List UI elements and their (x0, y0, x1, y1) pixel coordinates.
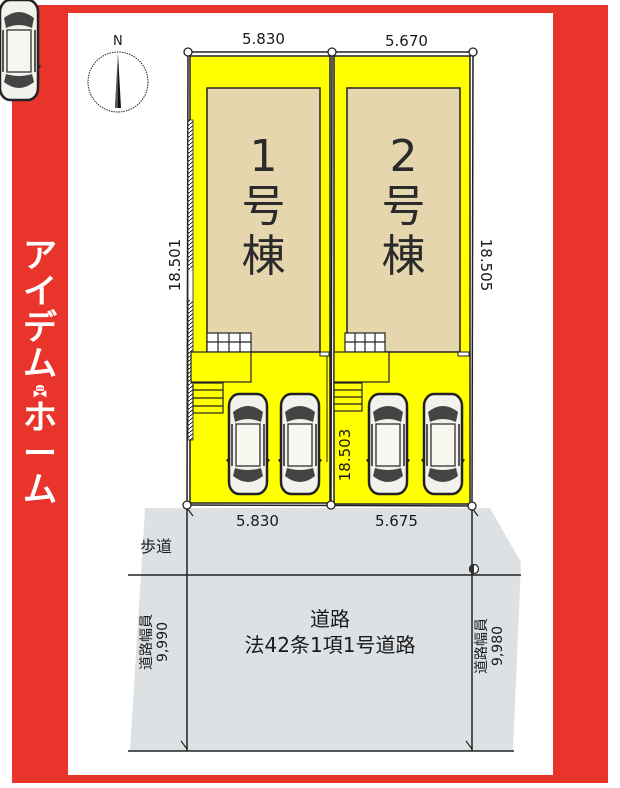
frame-bottom (12, 775, 608, 783)
building-2 (346, 87, 461, 353)
lot-2-depth: 18.505 (477, 238, 495, 292)
car-icon (0, 0, 41, 102)
frame-right (553, 5, 608, 783)
building-1-label-tou: 棟 (241, 231, 286, 282)
logo-char: ホ (23, 398, 57, 438)
steps-1 (192, 382, 224, 414)
lot-2-frontage-top: 5.670 (385, 32, 428, 50)
road-label: 道路 法42条1項1号道路 (200, 606, 460, 658)
road-classification: 法42条1項1号道路 (244, 633, 416, 657)
steps-2 (333, 382, 363, 412)
road-width-right-value: 9,980 (490, 625, 506, 667)
building-2-label: 2 号 棟 (347, 132, 460, 282)
deck-grid-1 (206, 332, 252, 353)
house-bowtie-icon (33, 384, 47, 398)
road-area (130, 508, 521, 751)
building-1 (206, 87, 321, 353)
divider-depth: 18.503 (336, 428, 354, 482)
brand-logo: ア イ デ ム ホ ー ム (12, 238, 68, 508)
logo-char: ム (23, 470, 57, 510)
road-width-left-value: 9,990 (155, 621, 171, 663)
logo-char: ー (23, 434, 57, 474)
frame-left (12, 5, 68, 783)
road-width-left: 道路幅員 9,990 (139, 597, 171, 687)
building-2-number: 2 (389, 131, 418, 182)
building-1-label: 1 号 棟 (207, 132, 320, 282)
boundary-markers (182, 47, 478, 511)
sidewalk-label: 歩道 (140, 537, 173, 556)
building-2-label-tou: 棟 (381, 231, 426, 282)
compass-icon (87, 51, 149, 113)
logo-char: ム (23, 344, 57, 384)
building-1-number: 1 (249, 131, 278, 182)
building-1-label-go: 号 (241, 181, 286, 232)
frame-top (12, 5, 608, 13)
road-name: 道路 (310, 607, 350, 631)
logo-char: デ (23, 308, 57, 348)
deck-grid-2 (344, 332, 386, 353)
north-label: N (113, 34, 123, 49)
lot-1-frontage-bottom: 5.830 (236, 512, 279, 530)
lot-1-depth: 18.501 (166, 238, 184, 292)
building-2-label-go: 号 (381, 181, 426, 232)
road-width-right: 道路幅員 9,980 (474, 601, 506, 691)
lot-2-frontage-bottom: 5.675 (375, 512, 418, 530)
road-width-left-label: 道路幅員 (139, 614, 155, 670)
logo-char: ア (23, 236, 57, 276)
lot-1-frontage-top: 5.830 (242, 30, 285, 48)
road-width-right-label: 道路幅員 (474, 618, 490, 674)
logo-char: イ (23, 272, 57, 312)
